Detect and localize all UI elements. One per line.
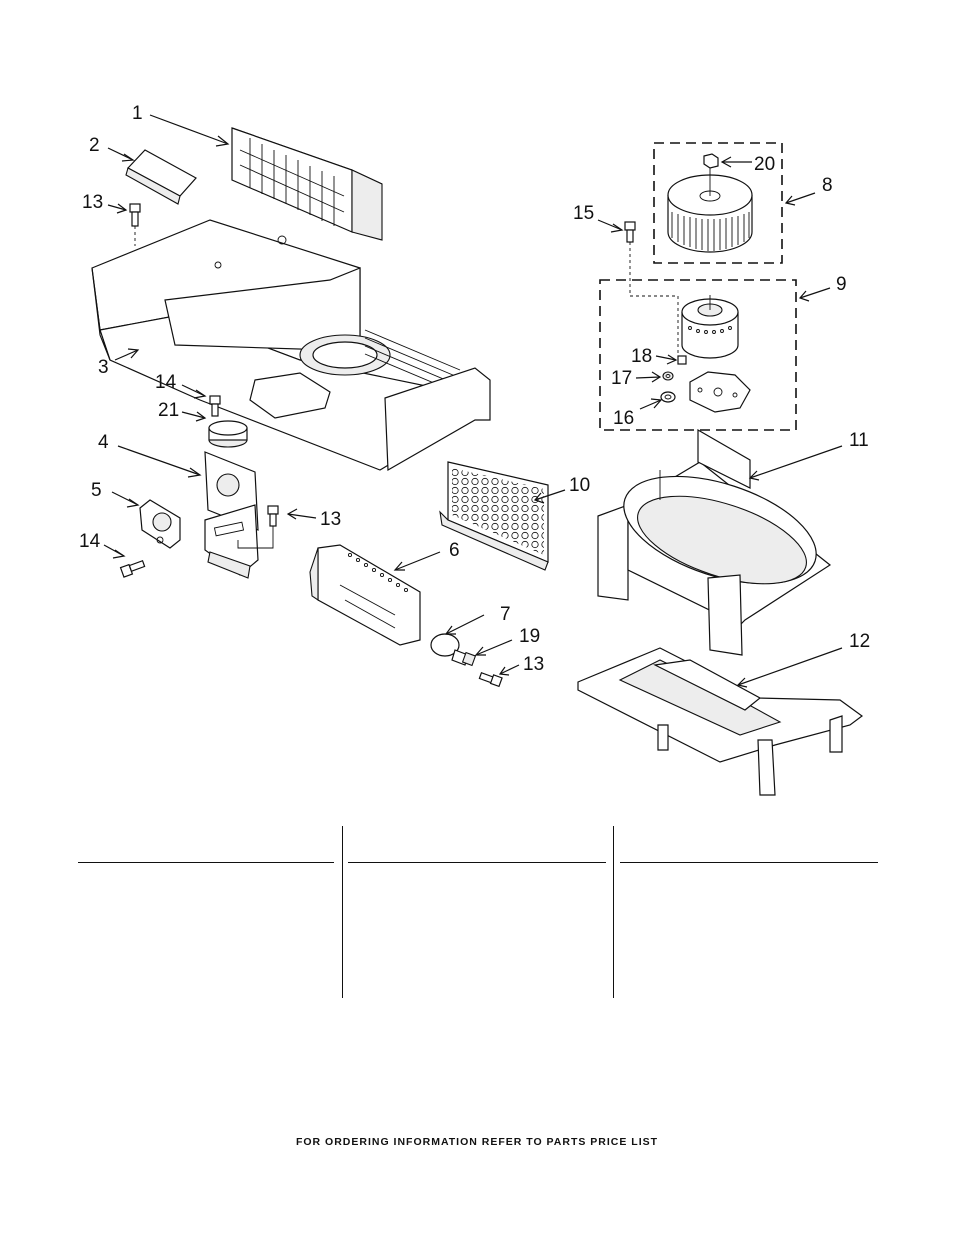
callout-20: 20 — [754, 154, 775, 175]
parts-column-3 — [620, 826, 878, 998]
callout-21: 21 — [158, 400, 179, 421]
callout-18: 18 — [631, 346, 652, 367]
callout-labels: 1 2 13 3 14 21 4 5 13 14 6 7 19 13 10 15… — [79, 103, 870, 675]
callout-19: 19 — [519, 626, 540, 647]
callout-13-middle: 13 — [320, 509, 341, 530]
part-1-vent-box — [231, 127, 383, 241]
callout-13-top: 13 — [82, 192, 103, 213]
callout-8: 8 — [822, 175, 833, 196]
part-8-blower-wheel — [653, 142, 783, 264]
part-2-duct-piece — [125, 149, 197, 205]
part-11-blower-housing — [597, 428, 832, 656]
part-4-bracket — [204, 451, 259, 579]
parts-column-1 — [78, 826, 334, 998]
part-17-nut — [662, 371, 674, 381]
screw-13-bottom — [478, 672, 503, 688]
part-20-nut — [703, 153, 719, 169]
screw-14-bottom — [119, 560, 146, 578]
ordering-info-footer: FOR ORDERING INFORMATION REFER TO PARTS … — [295, 1136, 659, 1148]
callout-17: 17 — [611, 368, 632, 389]
screw-13-top — [129, 203, 141, 246]
callout-2: 2 — [89, 135, 100, 156]
part-10-grille-panel — [439, 461, 549, 571]
callout-3: 3 — [98, 357, 109, 378]
callout-7: 7 — [500, 604, 511, 625]
part-5-thermostat — [139, 499, 181, 549]
screw-13-middle — [237, 505, 279, 549]
column-3-header-rule — [620, 862, 878, 863]
callout-13-bottom: 13 — [523, 654, 544, 675]
callout-9: 9 — [836, 274, 847, 295]
screw-15 — [624, 221, 679, 355]
callout-14-bottom: 14 — [79, 531, 101, 552]
callout-1: 1 — [132, 103, 143, 124]
callout-16: 16 — [613, 408, 634, 429]
part-16-washer — [660, 391, 676, 403]
part-6-lamp-bracket — [309, 544, 421, 646]
callout-6: 6 — [449, 540, 460, 561]
screw-14-top — [209, 395, 221, 417]
part-21-gasket — [208, 420, 248, 448]
part-7-light-bulb — [430, 633, 469, 666]
column-divider-2 — [613, 826, 614, 998]
callout-11: 11 — [849, 430, 869, 451]
callout-5: 5 — [91, 480, 102, 501]
callout-14-top: 14 — [155, 372, 177, 393]
callout-4: 4 — [98, 432, 109, 453]
exploded-parts-diagram: 1 2 13 3 14 21 4 5 13 14 6 7 19 13 10 15… — [79, 103, 870, 796]
column-1-header-rule — [78, 862, 334, 863]
parts-list-table — [78, 826, 878, 998]
column-divider-1 — [342, 826, 343, 998]
part-9-motor — [599, 279, 797, 431]
callout-10: 10 — [569, 475, 590, 496]
parts-column-2 — [348, 826, 606, 998]
callout-15: 15 — [573, 203, 594, 224]
part-12-bottom-plate — [577, 647, 864, 796]
callout-12: 12 — [849, 631, 870, 652]
part-3-cabinet-base — [91, 219, 491, 472]
part-19-socket — [461, 651, 477, 667]
column-2-header-rule — [348, 862, 606, 863]
callout-arrows — [103, 114, 843, 688]
part-18-clip — [677, 355, 687, 365]
